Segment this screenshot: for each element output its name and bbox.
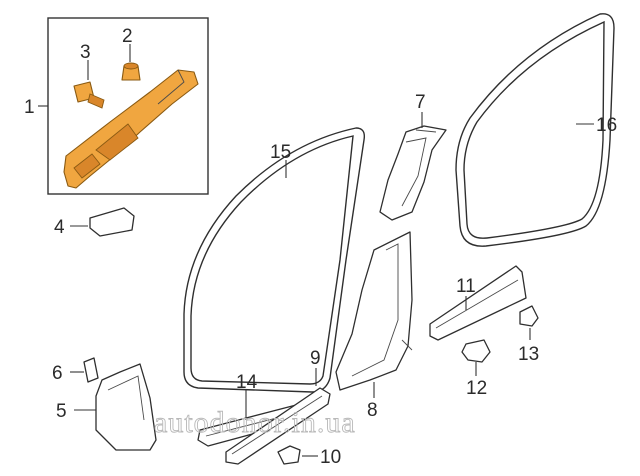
b-pillar-lower-trim [335, 231, 413, 391]
front-kick-panel [95, 363, 157, 451]
callout-3: 3 [80, 42, 91, 63]
rear-scuff-plate [225, 387, 331, 465]
callout-16: 16 [596, 115, 617, 136]
clip-part-4 [89, 207, 135, 237]
callout-8: 8 [367, 400, 378, 421]
clip-part-10 [277, 445, 301, 465]
callout-4: 4 [54, 217, 65, 238]
rear-kick-plate [429, 265, 527, 341]
callout-7: 7 [415, 92, 426, 113]
bolt-clip-part [73, 81, 105, 109]
callout-1: 1 [24, 97, 35, 118]
watermark-text: autodonor.in.ua [154, 406, 356, 439]
callout-14: 14 [236, 372, 258, 393]
clip-part-13 [519, 305, 539, 327]
callout-10: 10 [320, 447, 341, 468]
front-door-weatherstrip [183, 127, 366, 393]
callout-13: 13 [518, 344, 539, 365]
callout-6: 6 [52, 363, 63, 384]
callout-12: 12 [466, 378, 487, 399]
callout-15: 15 [270, 142, 291, 163]
callout-11: 11 [456, 276, 476, 297]
pillar-garnish-part [63, 69, 199, 189]
callout-5: 5 [56, 401, 67, 422]
callout-9: 9 [310, 348, 321, 369]
clip-nut-part [121, 62, 141, 81]
callout-2: 2 [122, 26, 133, 47]
rear-door-weatherstrip [455, 13, 615, 247]
clip-part-6 [83, 357, 99, 383]
b-pillar-upper-trim [379, 125, 447, 221]
clip-part-12 [461, 339, 491, 363]
